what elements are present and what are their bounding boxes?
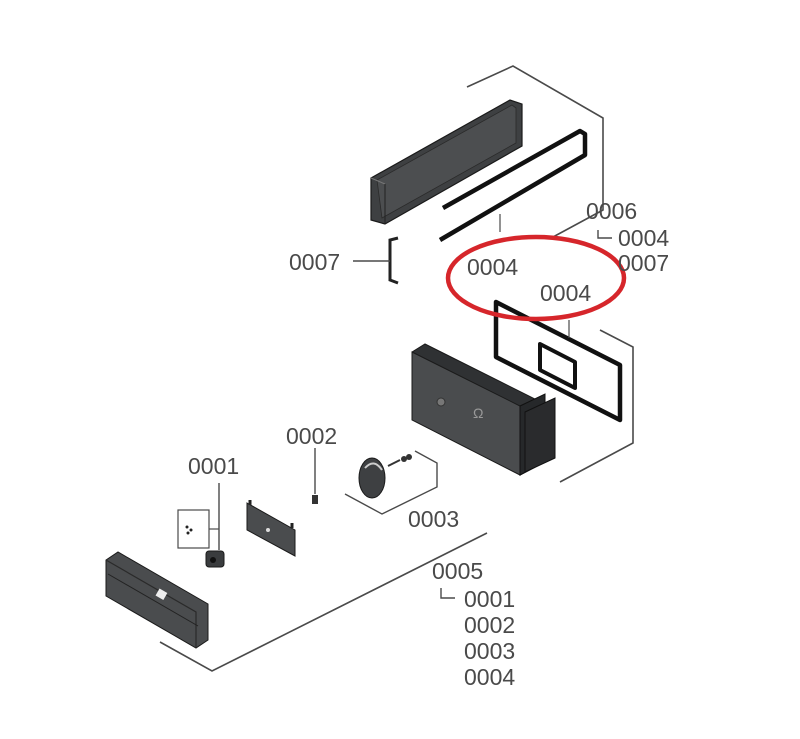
assembly-0006-bracket — [466, 65, 604, 238]
callout-0003: 0003 — [408, 506, 459, 532]
upper-tray-part — [370, 99, 523, 225]
main-housing-part: Ω — [411, 343, 556, 476]
base-rail-part — [105, 551, 209, 649]
screw-0002-part — [312, 448, 318, 504]
assembly-0005-child-4: 0004 — [464, 664, 515, 690]
assembly-0005-label: 0005 — [432, 558, 483, 584]
middle-bracket — [559, 329, 634, 483]
callout-0001: 0001 — [188, 453, 239, 479]
assembly-0005-child-3: 0003 — [464, 638, 515, 664]
callout-0004-lower: 0004 — [540, 280, 591, 306]
clip-0007-part — [353, 236, 399, 285]
svg-text:Ω: Ω — [473, 405, 483, 421]
assembly-0006-child-2: 0007 — [618, 250, 669, 276]
cam-0003-part — [358, 454, 412, 499]
callout-0004-upper: 0004 — [467, 254, 518, 280]
assembly-0005-child-1: 0001 — [464, 586, 515, 612]
assembly-0006-label-group: 0006 0004 0007 — [586, 198, 669, 276]
lower-seal-part — [493, 299, 623, 423]
upper-seal-part — [438, 128, 588, 242]
part-0003-bracket — [344, 450, 438, 515]
connector-0001-part — [177, 483, 225, 568]
assembly-0006-child-1: 0004 — [618, 225, 669, 251]
callout-0007: 0007 — [289, 249, 340, 275]
assembly-0006-label: 0006 — [586, 198, 637, 224]
bracket-plate-part — [246, 500, 296, 557]
assembly-0005-label-group: 0005 0001 0002 0003 0004 — [432, 558, 515, 690]
highlight-ellipse — [445, 234, 627, 322]
callout-0002: 0002 — [286, 423, 337, 449]
assembly-0005-child-2: 0002 — [464, 612, 515, 638]
assembly-0005-bracket — [159, 532, 488, 672]
